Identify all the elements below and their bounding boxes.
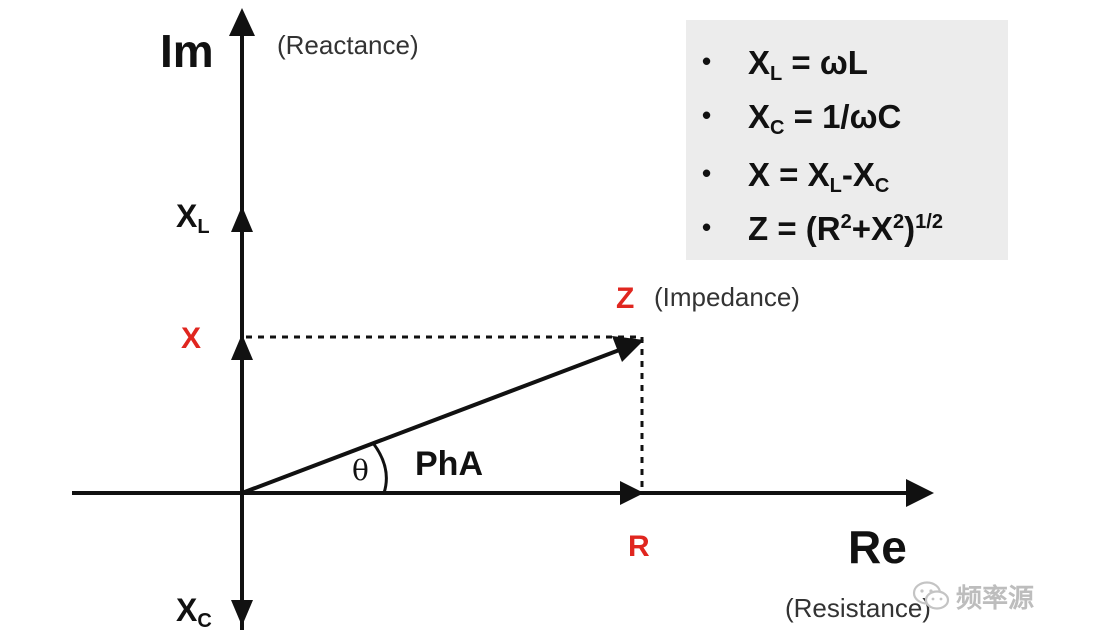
watermark-text: 频率源: [956, 584, 1035, 614]
real-axis-label: Re: [848, 521, 907, 573]
x-arrowhead: [231, 334, 253, 360]
formula-xl: •XL = ωL: [702, 44, 868, 85]
theta-symbol: θ: [352, 454, 369, 487]
xl-arrowhead: [231, 206, 253, 232]
watermark: 频率源: [912, 576, 1062, 616]
impedance-label: (Impedance): [654, 282, 800, 312]
z-label: Z: [616, 282, 635, 315]
imaginary-axis-label: Im: [160, 25, 214, 77]
impedance-arrowhead: [612, 336, 644, 362]
formula-x: •X = XL-XC: [702, 156, 890, 197]
xc-arrowhead: [231, 600, 253, 626]
imaginary-axis-arrowhead: [229, 8, 255, 36]
real-axis-arrowhead: [906, 479, 934, 507]
formula-z: •Z = (R2+X2)1/2: [702, 210, 943, 247]
impedance-vector: [241, 347, 623, 495]
phase-angle-arc: [371, 442, 388, 494]
r-arrowhead: [620, 481, 644, 505]
phase-angle-label: PhA: [415, 445, 483, 483]
xl-label: XL: [176, 198, 210, 238]
x-label: X: [181, 322, 202, 355]
formula-xc: •XC = 1/ωC: [702, 98, 902, 139]
resistance-label: (Resistance): [785, 593, 931, 623]
xc-label: XC: [176, 592, 212, 632]
reactance-label: (Reactance): [277, 30, 419, 60]
r-label: R: [628, 530, 650, 563]
formula-box: •XL = ωL •XC = 1/ωC •X = XL-XC •Z = (R2+…: [686, 20, 1008, 260]
wechat-icon: [912, 581, 950, 610]
